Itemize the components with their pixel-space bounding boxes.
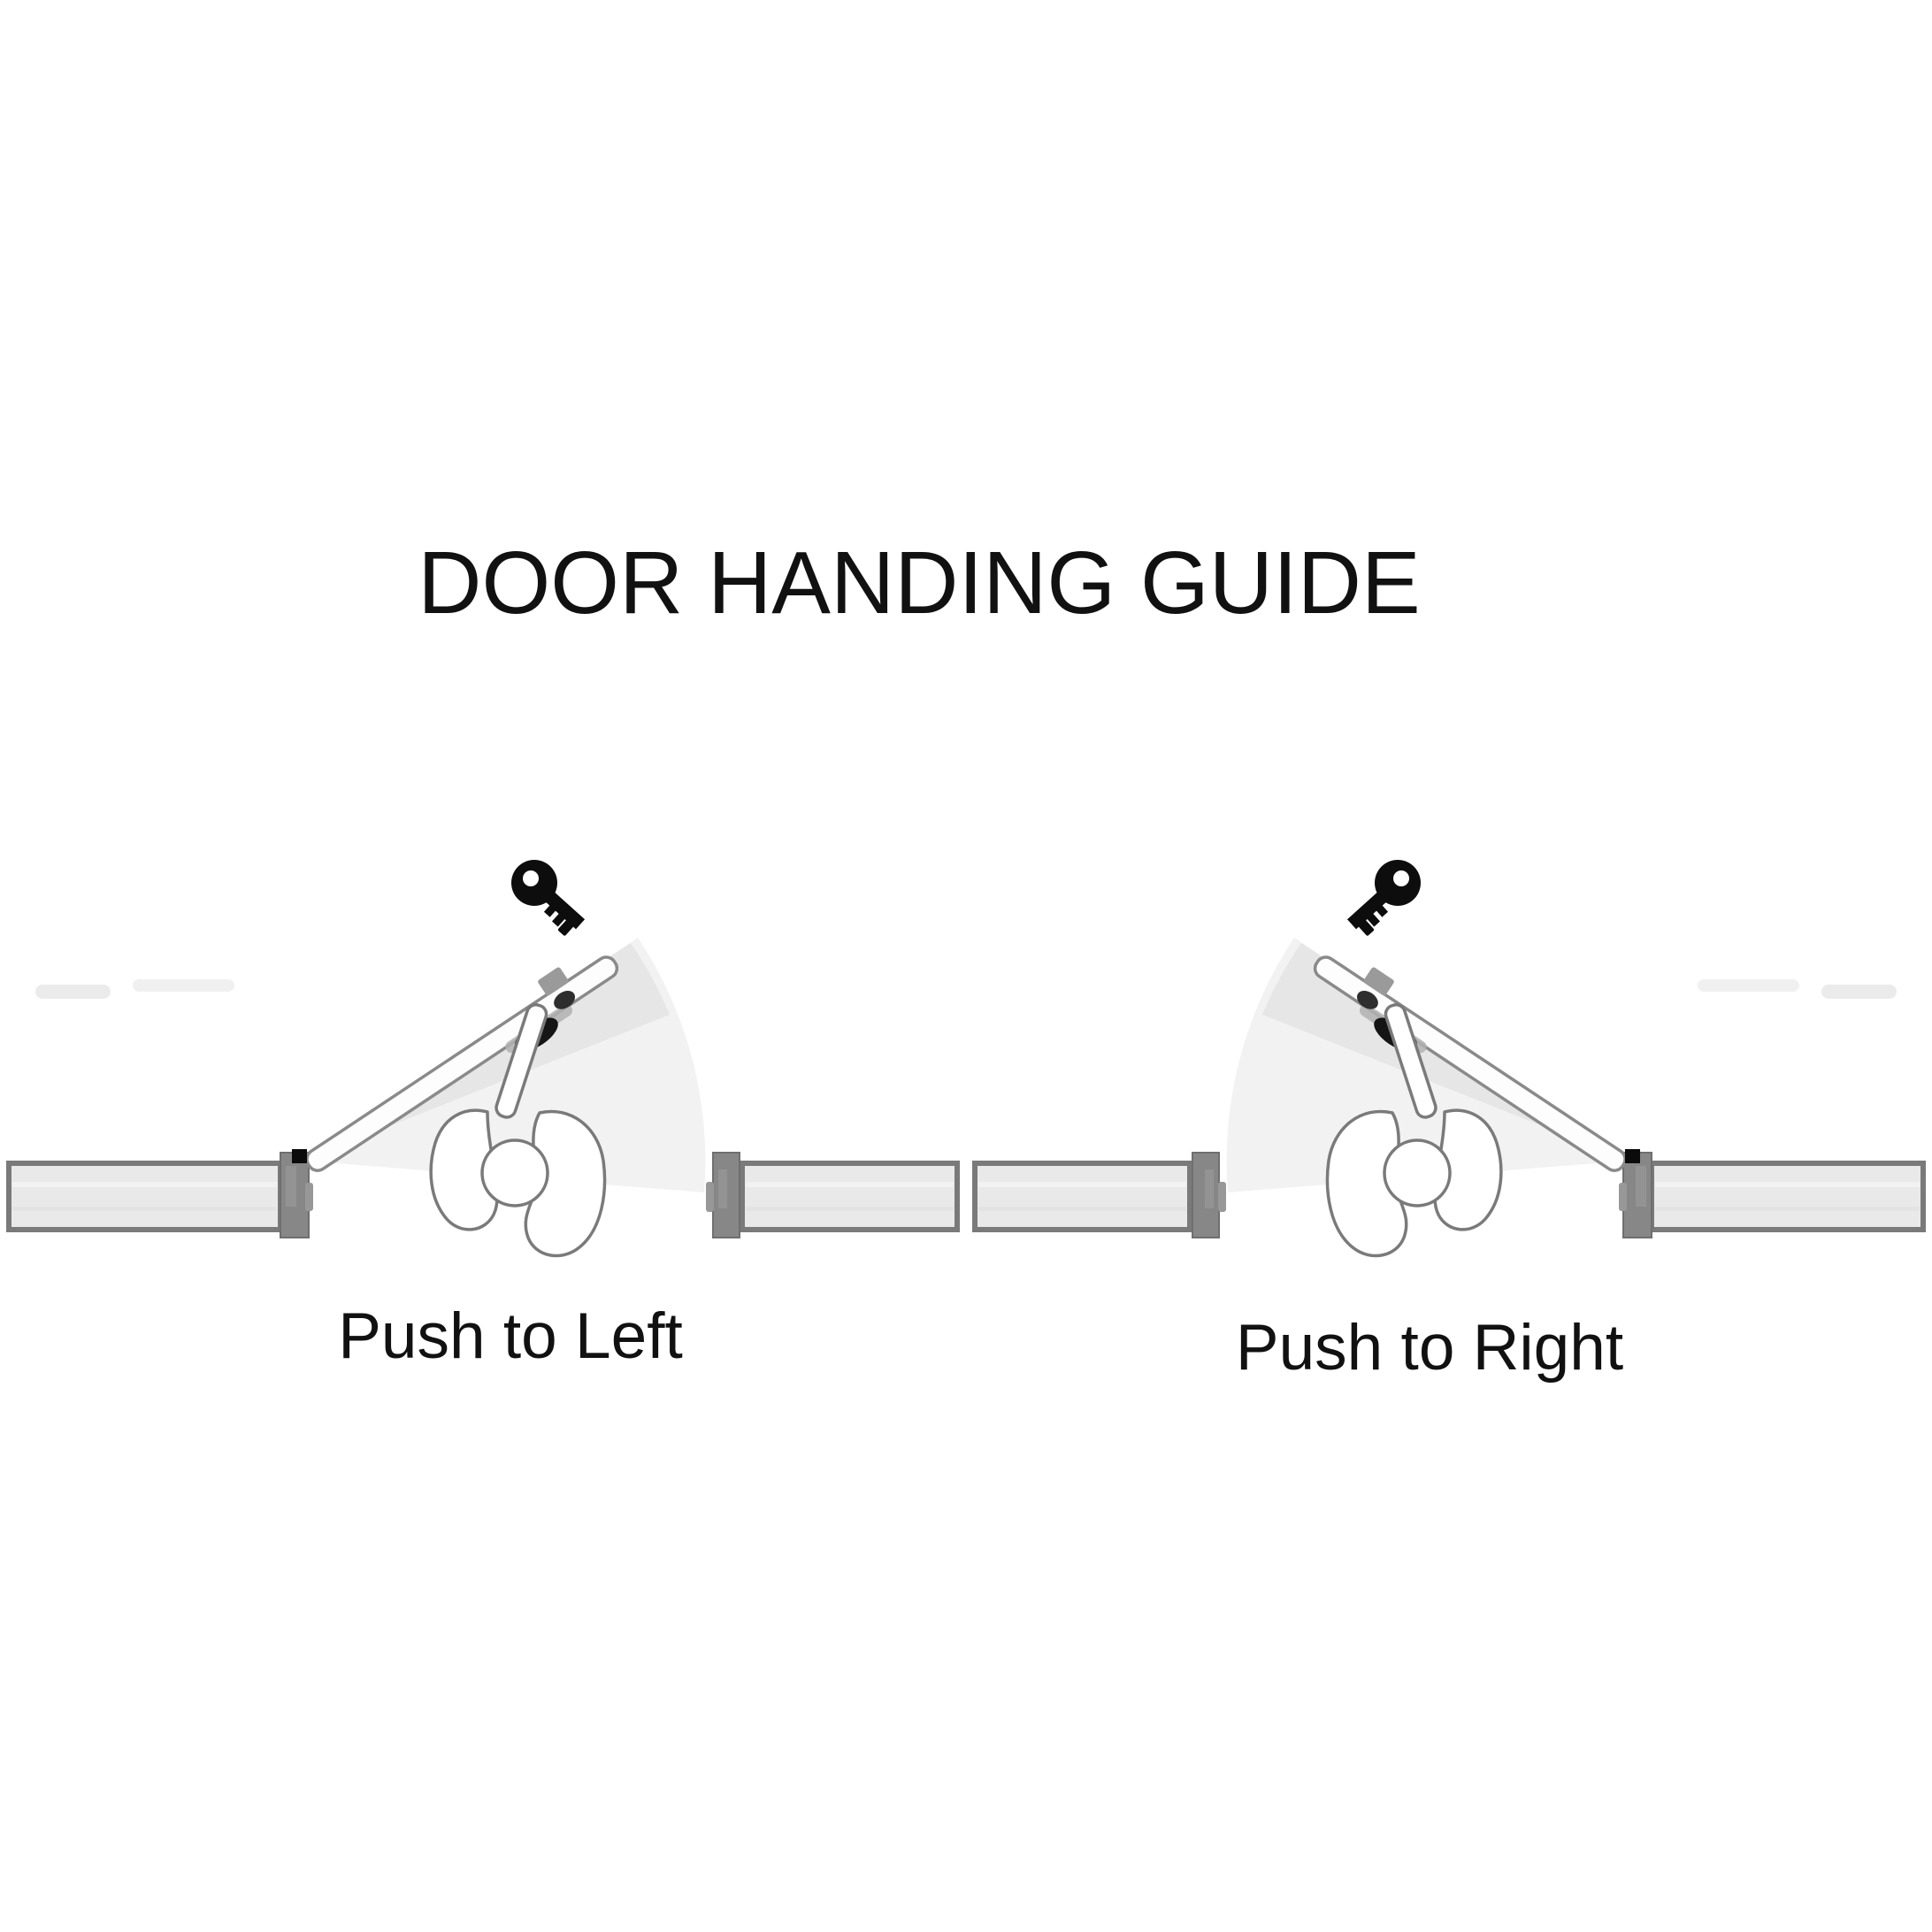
page-title: DOOR HANDING GUIDE [418, 533, 1420, 632]
right-door-diagram [975, 860, 1923, 1256]
caption-push-to-right: Push to Right [1236, 1312, 1623, 1384]
caption-push-to-left: Push to Left [338, 1300, 683, 1372]
left-door-diagram [9, 860, 957, 1256]
